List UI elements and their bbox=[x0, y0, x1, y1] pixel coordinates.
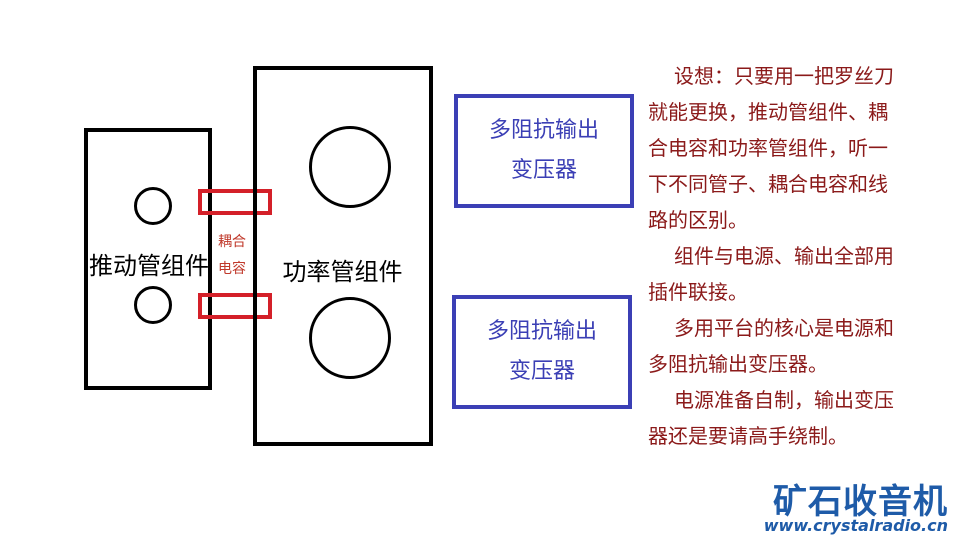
power-tube-assembly bbox=[253, 66, 433, 446]
transformer-top-line2: 变压器 bbox=[510, 158, 577, 183]
power-tube-socket-top bbox=[309, 126, 391, 208]
transformer-bottom-line1: 多阻抗输出 bbox=[486, 319, 597, 344]
note-paragraph: 多用平台的核心是电源和多阻抗输出变压器。 bbox=[648, 316, 894, 376]
driver-assembly-label: 推动管组件 bbox=[89, 252, 209, 280]
notes-panel: 设想：只要用一把罗丝刀就能更换，推动管组件、耦合电容和功率管组件，听一下不同管子… bbox=[648, 58, 898, 454]
driver-tube-socket-bottom bbox=[134, 286, 172, 324]
coupling-label-line2: 电容 bbox=[218, 261, 246, 277]
power-assembly-label: 功率管组件 bbox=[282, 258, 403, 286]
transformer-bottom-line2: 变压器 bbox=[508, 359, 575, 384]
site-url: www.crystalradio.cn bbox=[763, 516, 948, 535]
driver-tube-assembly bbox=[84, 128, 212, 390]
power-tube-socket-bottom bbox=[309, 297, 391, 379]
coupling-capacitor-bottom bbox=[198, 293, 272, 319]
note-paragraph: 电源准备自制，输出变压器还是要请高手绕制。 bbox=[648, 388, 894, 448]
output-transformer-bottom: 多阻抗输出 变压器 bbox=[452, 295, 632, 409]
coupling-label-line1: 耦合 bbox=[218, 234, 246, 250]
note-paragraph: 设想：只要用一把罗丝刀就能更换，推动管组件、耦合电容和功率管组件，听一下不同管子… bbox=[648, 64, 894, 232]
transformer-top-line1: 多阻抗输出 bbox=[488, 118, 599, 143]
site-logo: 矿石收音机 bbox=[773, 482, 948, 522]
coupling-capacitor-label: 耦合 电容 bbox=[212, 229, 252, 283]
coupling-capacitor-top bbox=[198, 189, 272, 215]
output-transformer-top: 多阻抗输出 变压器 bbox=[454, 94, 634, 208]
note-paragraph: 组件与电源、输出全部用插件联接。 bbox=[648, 244, 894, 304]
driver-tube-socket-top bbox=[134, 187, 172, 225]
